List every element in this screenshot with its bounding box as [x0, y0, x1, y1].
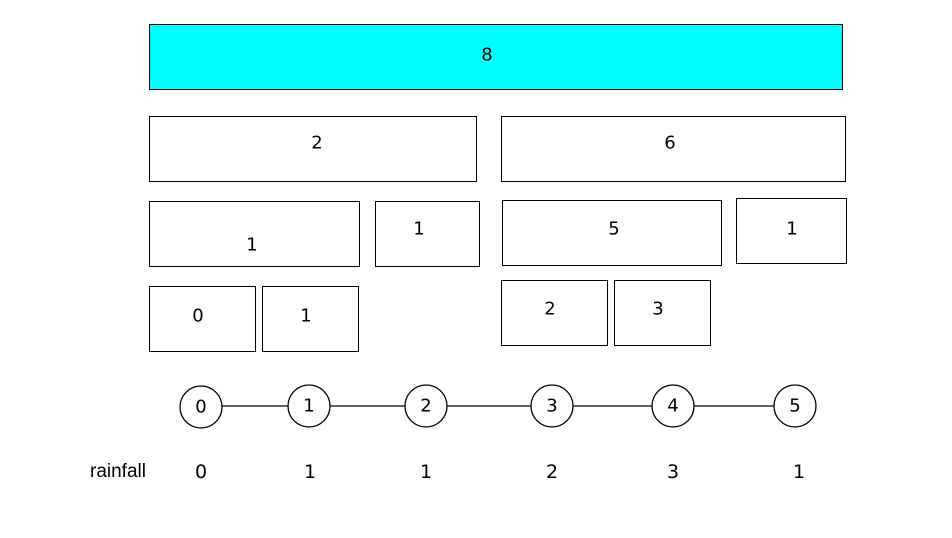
tree-node-value: 2: [544, 298, 556, 320]
timeline-node-circle: [179, 385, 223, 429]
rainfall-label: rainfall: [90, 461, 146, 482]
timeline-node-label: 3: [546, 395, 558, 417]
tree-root-value: 8: [481, 44, 493, 66]
tree-node-value: 6: [664, 132, 676, 154]
timeline-node-circle: [287, 384, 331, 428]
timeline-node-circle: [530, 384, 574, 428]
rainfall-value: 0: [194, 461, 208, 483]
timeline-node-label: 0: [195, 396, 207, 418]
tree-node-level3-c: 2: [501, 280, 608, 346]
tree-node-value: 1: [300, 305, 312, 327]
timeline-node-circle: [404, 384, 448, 428]
tree-root-node: 8: [149, 24, 843, 90]
tree-node-level2-d: 1: [736, 198, 847, 264]
tree-node-level2-a: 1: [149, 201, 360, 267]
tree-node-level3-a: 0: [149, 286, 256, 352]
tree-node-value: 3: [652, 298, 664, 320]
timeline-node-label: 2: [420, 395, 432, 417]
tree-node-level3-d: 3: [614, 280, 711, 346]
tree-node-level1-right: 6: [501, 116, 846, 182]
tree-node-level2-b: 1: [375, 201, 480, 267]
tree-node-value: 1: [246, 234, 258, 256]
tree-node-value: 5: [608, 218, 620, 240]
timeline-node-label: 5: [789, 395, 801, 417]
timeline-node-label: 1: [303, 395, 315, 417]
timeline-node-circle: [651, 384, 695, 428]
rainfall-value: 3: [666, 461, 680, 483]
rainfall-value: 1: [792, 461, 806, 483]
timeline-node-label: 4: [667, 395, 679, 417]
rainfall-value: 1: [303, 461, 317, 483]
tree-node-level3-b: 1: [262, 286, 359, 352]
tree-node-level2-c: 5: [502, 200, 722, 266]
tree-node-level1-left: 2: [149, 116, 477, 182]
tree-node-value: 0: [192, 305, 204, 327]
rainfall-value: 2: [545, 461, 559, 483]
rainfall-value: 1: [419, 461, 433, 483]
tree-node-value: 2: [311, 132, 323, 154]
timeline-node-circle: [773, 384, 817, 428]
tree-node-value: 1: [413, 218, 425, 240]
tree-node-value: 1: [786, 218, 798, 240]
